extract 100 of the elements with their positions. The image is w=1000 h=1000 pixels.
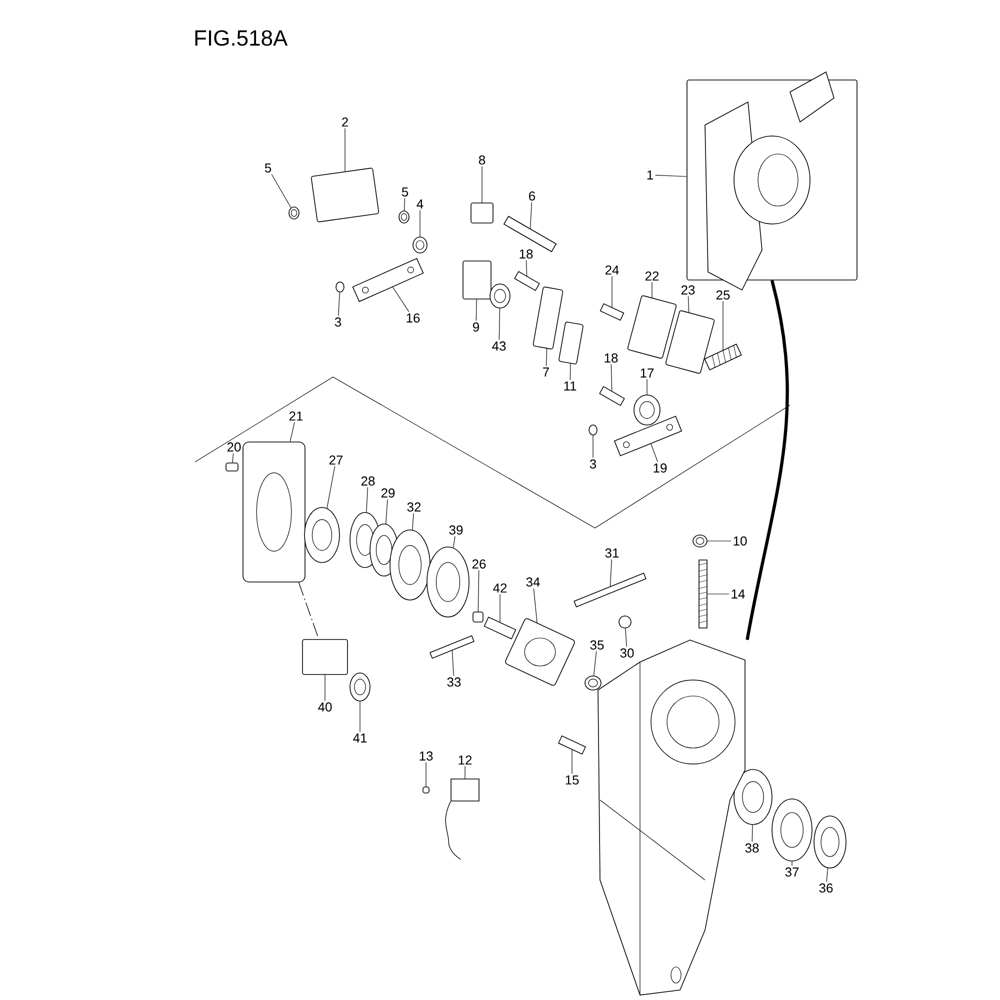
threaded-rod: [698, 560, 708, 628]
ring: [772, 798, 812, 862]
bracket: [310, 168, 380, 222]
leader-line: [625, 628, 627, 647]
callout-number: 4: [416, 200, 424, 208]
callout-number: 18: [604, 353, 618, 363]
leader-line: [404, 198, 406, 211]
callout-number: 36: [819, 883, 833, 893]
ring: [734, 769, 772, 825]
callout-number: 29: [381, 488, 395, 498]
callout-number: 28: [361, 476, 375, 486]
leader-line: [392, 286, 410, 312]
callout-number: 6: [529, 191, 536, 201]
callout-number: 43: [492, 341, 506, 351]
leader-line: [610, 559, 612, 587]
rod: [574, 572, 646, 608]
leader-line: [271, 174, 292, 208]
leader-line: [688, 296, 690, 313]
callout-number: 32: [407, 502, 421, 512]
clip: [336, 282, 344, 292]
leader-line: [326, 466, 336, 509]
leader-line: [530, 202, 532, 229]
washer: [634, 394, 660, 426]
leader-line: [546, 348, 548, 366]
figure-title: FIG.518A: [195, 30, 288, 46]
callout-number: 18: [520, 249, 533, 259]
callout-number: 33: [447, 677, 461, 687]
leader-line: [412, 513, 414, 530]
callout-number: 23: [681, 285, 695, 295]
callout-number: 16: [406, 313, 420, 323]
callout-number: 24: [605, 265, 619, 275]
switch-module: [445, 778, 480, 860]
pin: [472, 612, 484, 622]
inset-frame: [686, 80, 858, 280]
drum: [505, 618, 575, 686]
callout-number: 25: [716, 290, 730, 300]
callout-number: 42: [493, 583, 507, 593]
leader-line: [722, 301, 724, 350]
callout-number: 5: [402, 187, 408, 197]
leader-line: [593, 651, 597, 676]
callout-number: 7: [543, 368, 549, 376]
leader-line: [655, 174, 687, 177]
leader-line: [533, 588, 538, 623]
rod: [484, 616, 516, 640]
callout-number: 20: [227, 442, 241, 452]
ring: [304, 507, 340, 563]
ball: [618, 616, 632, 628]
callout-number: 11: [564, 382, 576, 390]
callout-number: 9: [473, 322, 479, 332]
callout-number: 15: [566, 775, 579, 785]
callout-number: 38: [745, 843, 759, 853]
block: [470, 202, 494, 224]
leader-line: [707, 540, 732, 542]
leader-line: [610, 364, 612, 392]
callout-number: 3: [334, 317, 342, 327]
callout-number: 2: [342, 117, 348, 127]
leader-line: [290, 422, 295, 442]
plate: [627, 295, 677, 359]
callout-number: 5: [264, 163, 272, 173]
callout-number: 22: [645, 271, 659, 281]
leader-line: [464, 766, 466, 779]
leader-line: [650, 444, 658, 462]
callout-number: 3: [590, 459, 596, 469]
leader-line: [366, 487, 368, 513]
ring: [288, 206, 300, 220]
callout-number: 27: [329, 455, 343, 465]
leader-line: [570, 363, 571, 380]
connector-curve: [746, 280, 789, 640]
screw: [422, 786, 430, 794]
leader-line: [452, 650, 454, 676]
callout-number: 1: [647, 170, 653, 180]
callout-number: 12: [458, 755, 472, 765]
leader-line: [344, 128, 346, 172]
callout-number: 21: [289, 411, 303, 421]
leader-line: [646, 378, 648, 395]
leader-line: [592, 435, 594, 458]
callout-number: 10: [734, 536, 747, 546]
ring: [814, 816, 846, 868]
clip: [588, 424, 598, 436]
leader-line: [452, 536, 456, 548]
leader-line: [324, 674, 326, 701]
callout-number: 26: [472, 559, 486, 569]
washer: [412, 236, 428, 254]
callout-number: 34: [526, 577, 540, 587]
pin: [226, 462, 238, 472]
callout-number: 30: [620, 648, 634, 658]
callout-number: 19: [654, 463, 667, 473]
leader-line: [498, 308, 500, 340]
leader-line: [752, 824, 753, 842]
callout-number: 37: [785, 867, 799, 877]
leader-line: [386, 499, 388, 524]
nut: [692, 534, 708, 548]
plate: [558, 322, 584, 364]
leader-line: [338, 292, 340, 316]
bushing: [584, 676, 602, 690]
ring: [398, 210, 410, 224]
callout-number: 17: [640, 368, 654, 378]
block: [302, 639, 348, 675]
bolt: [600, 303, 624, 321]
washer: [426, 546, 470, 618]
